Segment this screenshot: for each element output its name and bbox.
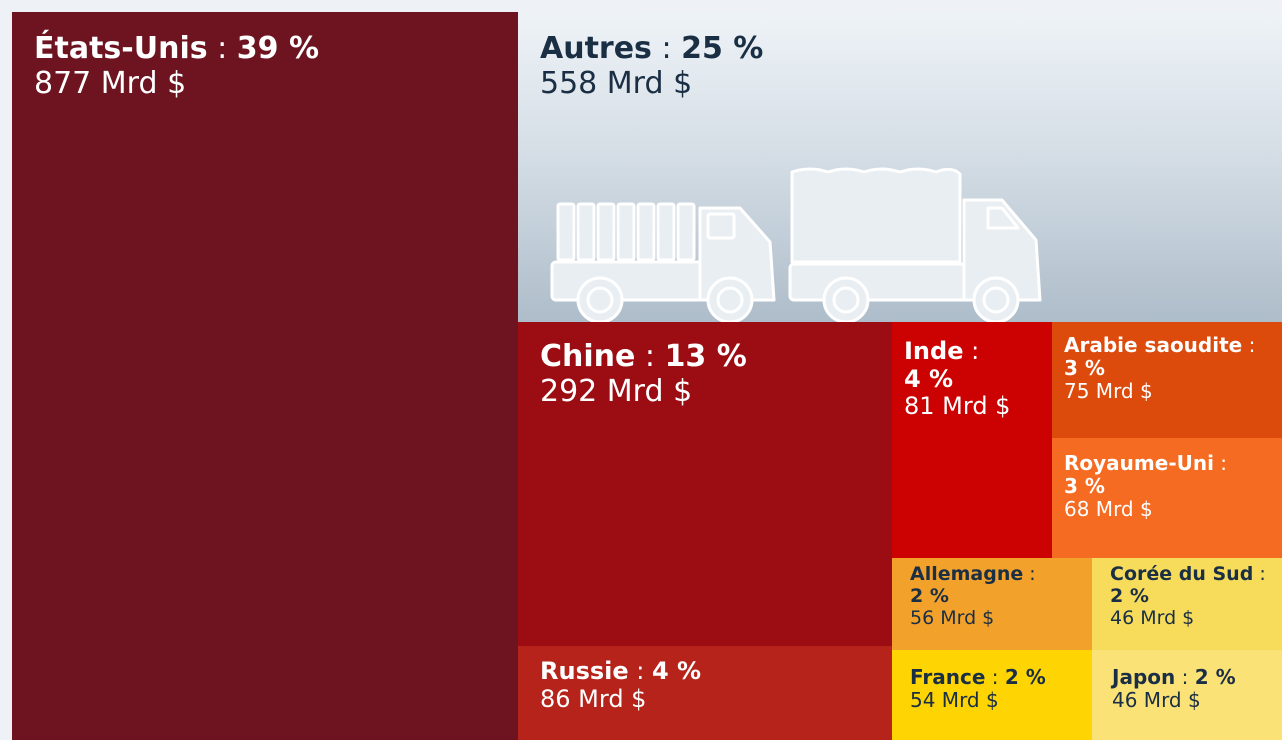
- tile-japon: Japon : 2 %46 Mrd $: [1092, 650, 1282, 740]
- tile-value: 75 Mrd $: [1064, 379, 1153, 403]
- tile-percent: 3 %: [1064, 356, 1105, 380]
- tile-percent: 2 %: [1194, 665, 1236, 689]
- tile-value: 54 Mrd $: [910, 688, 999, 712]
- tile-royaume-uni: Royaume-Uni : 3 %68 Mrd $: [1052, 438, 1282, 558]
- tile-coree-du-sud: Corée du Sud : 2 %46 Mrd $: [1092, 558, 1282, 650]
- tile-country-name: Arabie saoudite: [1064, 333, 1243, 357]
- tile-country-name: Chine: [540, 339, 636, 374]
- tile-percent: 13 %: [664, 339, 747, 374]
- tile-france: France : 2 %54 Mrd $: [892, 650, 1092, 740]
- tile-inde: Inde : 4 %81 Mrd $: [892, 322, 1052, 558]
- tile-value: 56 Mrd $: [910, 606, 995, 629]
- tile-percent: 2 %: [910, 584, 949, 607]
- tile-etats-unis: États-Unis : 39 %877 Mrd $: [12, 12, 518, 740]
- tile-country-name: Inde: [904, 337, 964, 365]
- tile-country-name: France: [910, 665, 986, 689]
- tile-value: 68 Mrd $: [1064, 497, 1153, 521]
- tile-arabie-saoudite: Arabie saoudite : 3 %75 Mrd $: [1052, 322, 1282, 438]
- tile-value: 558 Mrd $: [540, 65, 693, 101]
- tile-value: 86 Mrd $: [540, 684, 647, 713]
- tile-value: 46 Mrd $: [1112, 688, 1201, 712]
- tile-value: 292 Mrd $: [540, 373, 693, 409]
- tile-percent: 4 %: [904, 364, 954, 393]
- tile-country-name: Royaume-Uni: [1064, 451, 1214, 475]
- tile-percent: 4 %: [651, 657, 702, 685]
- tile-country-name: Japon: [1112, 665, 1176, 689]
- tile-percent: 25 %: [681, 31, 764, 66]
- tile-percent: 3 %: [1064, 474, 1105, 498]
- tile-autres: Autres : 25 %558 Mrd $: [518, 12, 1282, 322]
- tile-percent: 39 %: [236, 31, 320, 66]
- tile-country-name: Russie: [540, 657, 629, 685]
- tile-value: 877 Mrd $: [34, 65, 187, 101]
- tile-percent: 2 %: [1110, 584, 1149, 607]
- tile-value: 46 Mrd $: [1110, 606, 1195, 629]
- tile-value: 81 Mrd $: [904, 392, 1011, 421]
- tile-country-name: Autres: [540, 31, 652, 66]
- tile-country-name: Allemagne: [910, 563, 1024, 585]
- tile-percent: 2 %: [1004, 665, 1046, 689]
- tile-chine: Chine : 13 %292 Mrd $: [518, 322, 892, 646]
- tile-country-name: États-Unis: [34, 31, 208, 66]
- tile-russie: Russie : 4 %86 Mrd $: [518, 646, 892, 740]
- tile-allemagne: Allemagne : 2 %56 Mrd $: [892, 558, 1092, 650]
- tile-country-name: Corée du Sud: [1110, 563, 1254, 585]
